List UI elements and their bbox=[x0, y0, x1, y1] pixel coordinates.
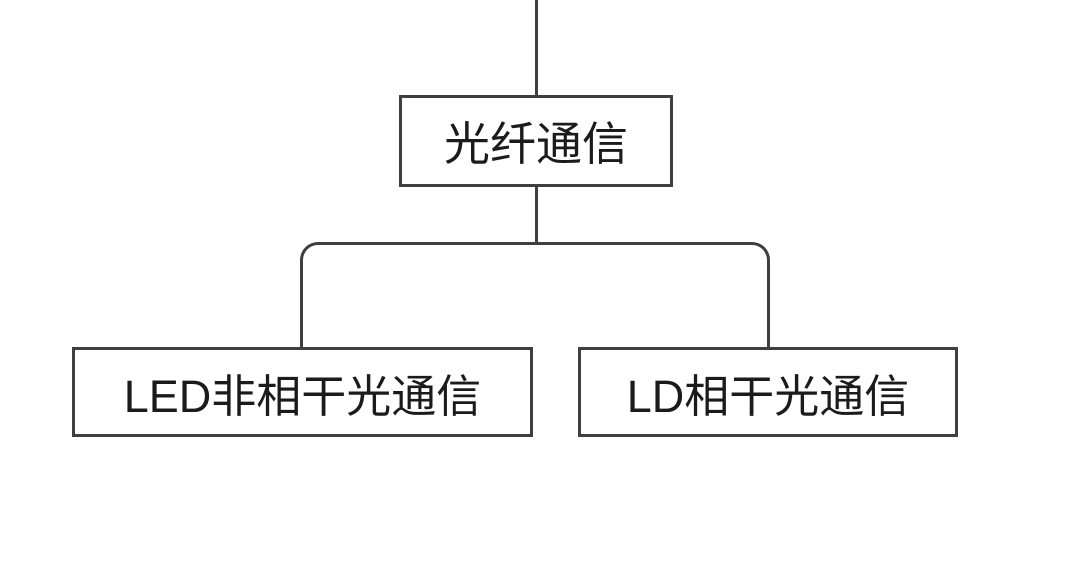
node-label: LED非相干光通信 bbox=[123, 370, 482, 422]
connector-incoming-top-line bbox=[535, 0, 538, 95]
connector-root-to-branch-line bbox=[535, 187, 538, 243]
node-ld-coherent-optical-communication: LD相干光通信 bbox=[578, 347, 958, 437]
node-led-noncoherent-optical-communication: LED非相干光通信 bbox=[72, 347, 533, 437]
node-fiber-optic-communication: 光纤通信 bbox=[399, 95, 673, 187]
node-label: 光纤通信 bbox=[444, 118, 628, 170]
branch-connector bbox=[300, 242, 770, 347]
node-label: LD相干光通信 bbox=[626, 370, 910, 422]
